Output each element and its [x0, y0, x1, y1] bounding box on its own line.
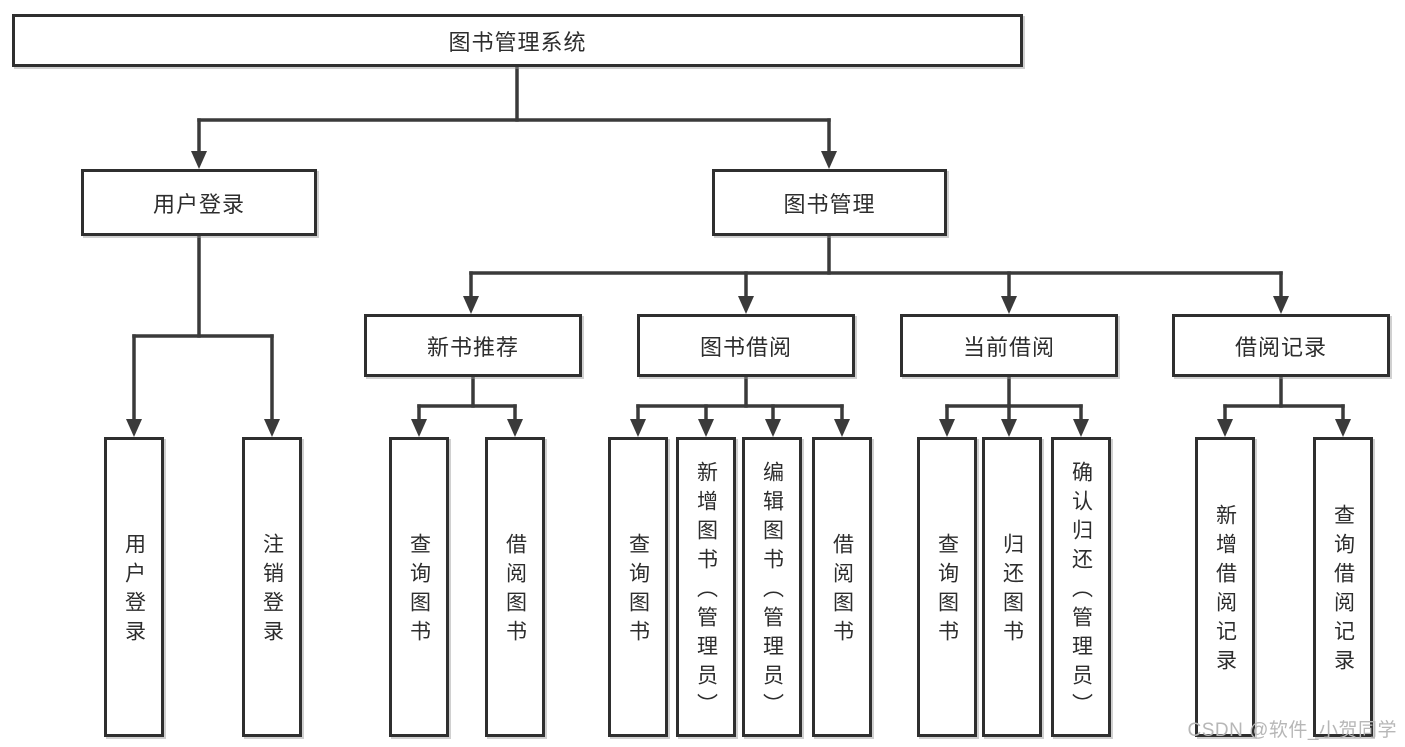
- node-borrowing-records: 借阅记录: [1172, 314, 1390, 377]
- leaf-query-borrow-record: 查询借阅记录: [1313, 437, 1373, 737]
- leaf-add-borrow-record: 新增借阅记录: [1195, 437, 1255, 737]
- leaf-query-book-borrowing: 查询图书: [608, 437, 668, 737]
- leaf-query-book-current: 查询图书: [917, 437, 977, 737]
- leaf-borrow-book-borrowing: 借阅图书: [812, 437, 872, 737]
- node-new-book-recommend: 新书推荐: [364, 314, 582, 377]
- node-current-borrowing: 当前借阅: [900, 314, 1118, 377]
- leaf-edit-book-admin: 编辑图书（管理员）: [742, 437, 802, 737]
- node-user-login: 用户登录: [81, 169, 317, 236]
- node-root: 图书管理系统: [12, 14, 1023, 67]
- leaf-query-book-recommend: 查询图书: [389, 437, 449, 737]
- leaf-return-book: 归还图书: [982, 437, 1042, 737]
- leaf-borrow-book-recommend: 借阅图书: [485, 437, 545, 737]
- leaf-user-login: 用户登录: [104, 437, 164, 737]
- node-book-borrowing: 图书借阅: [637, 314, 855, 377]
- leaf-add-book-admin: 新增图书（管理员）: [676, 437, 736, 737]
- node-book-management: 图书管理: [712, 169, 947, 236]
- leaf-logout-login: 注销登录: [242, 437, 302, 737]
- watermark: CSDN @软件_小贺同学: [1187, 720, 1397, 741]
- leaf-confirm-return-admin: 确认归还（管理员）: [1051, 437, 1111, 737]
